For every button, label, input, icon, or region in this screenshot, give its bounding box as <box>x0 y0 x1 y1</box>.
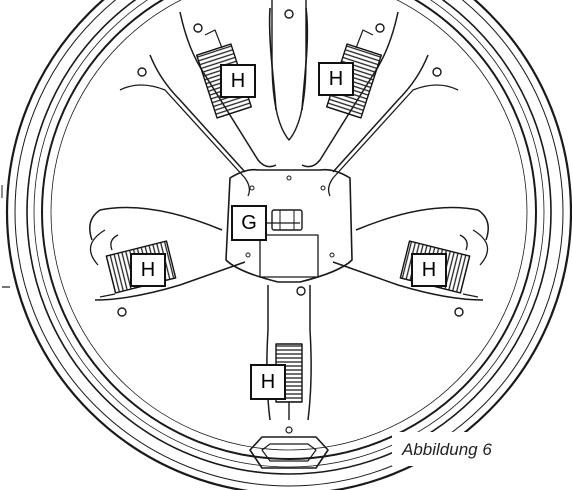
bolt-top-left-2 <box>137 67 147 77</box>
inner-rim <box>41 0 537 460</box>
center-plate <box>225 168 353 283</box>
label-h-top-right: H <box>318 62 354 96</box>
label-h-left: H <box>130 253 166 287</box>
figure-caption: Abbildung 6 <box>402 440 492 459</box>
label-g: G <box>231 205 267 241</box>
outer-rim-inner <box>14 0 564 487</box>
caption-mask <box>392 432 572 466</box>
top-bolt <box>284 9 294 19</box>
plate-hole-1 <box>249 185 255 191</box>
bottom-handle <box>249 436 329 469</box>
label-h-right: H <box>411 253 447 287</box>
spoke-top-left-outer <box>119 84 251 197</box>
bolt-bottom-rim <box>285 426 293 434</box>
bolt-left <box>117 307 127 317</box>
spoke-right-loop <box>459 229 489 266</box>
top-center-slot <box>271 0 307 141</box>
plate-hole-2 <box>320 185 326 191</box>
label-h-top-left: H <box>220 64 256 98</box>
inner-rim-edge <box>50 0 528 451</box>
spoke-left-loop <box>89 229 119 266</box>
bolt-right <box>454 307 464 317</box>
plate-hole-4 <box>329 252 335 258</box>
bolt-top-left-1 <box>193 23 203 33</box>
spoke-left <box>89 206 246 301</box>
plate-hole-5 <box>286 175 292 181</box>
bolt-bottom-center <box>296 286 306 296</box>
spoke-frame <box>268 7 309 111</box>
plate-hole-3 <box>245 252 251 258</box>
rim-groove <box>26 0 552 475</box>
bolt-top-right-1 <box>375 23 385 33</box>
spoke-top-right-outer <box>327 84 459 197</box>
outer-rim <box>5 0 572 490</box>
bolt-top-right-2 <box>432 67 442 77</box>
rim-groove-inner <box>33 0 545 468</box>
center-box <box>259 234 319 278</box>
spoke-right <box>332 206 489 301</box>
g-component <box>271 209 303 231</box>
label-h-bottom: H <box>250 364 286 400</box>
